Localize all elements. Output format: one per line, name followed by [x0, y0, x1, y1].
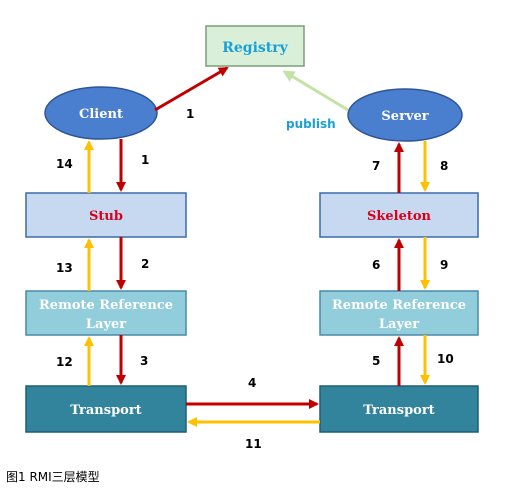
edge-label-1-registry: 1: [186, 107, 194, 121]
client-ellipse: [44, 86, 158, 140]
remote-reference-layer-left-line1: Remote Reference: [39, 298, 173, 313]
registry-label: Registry: [222, 40, 288, 56]
edge-label-3: 3: [140, 354, 148, 368]
edge-label-6: 6: [372, 258, 380, 272]
arrow-server-publish-registry: [282, 70, 349, 112]
edge-label-10: 10: [437, 352, 454, 366]
edge-label-8: 8: [440, 159, 448, 173]
stub-label: Stub: [89, 209, 123, 224]
remote-reference-layer-left-box: [25, 290, 187, 336]
edge-label-1-stub: 1: [141, 153, 149, 167]
remote-reference-layer-left-line2: Layer: [86, 317, 126, 332]
skeleton-box: [319, 192, 479, 238]
edge-label-5: 5: [372, 354, 380, 368]
remote-reference-layer-right-line1: Remote Reference: [332, 298, 466, 313]
edge-label-4: 4: [248, 376, 256, 390]
stub-box: [25, 192, 187, 238]
remote-reference-layer-right-box: [319, 290, 479, 336]
transport-left-box: [25, 385, 187, 433]
remote-reference-layer-right-line2: Layer: [379, 317, 419, 332]
publish-label: publish: [286, 117, 336, 131]
edge-label-9: 9: [440, 258, 448, 272]
client-label: Client: [79, 107, 123, 122]
edge-label-14: 14: [56, 157, 73, 171]
skeleton-label: Skeleton: [367, 209, 432, 224]
registry-box: [205, 25, 305, 67]
server-label: Server: [381, 109, 428, 124]
edge-label-11: 11: [245, 437, 262, 451]
edge-label-2: 2: [141, 257, 149, 271]
arrow-client-to-registry: [154, 66, 229, 112]
edge-label-13: 13: [56, 261, 73, 275]
transport-left-label: Transport: [70, 403, 141, 418]
figure-caption: 图1 RMI三层模型: [6, 470, 100, 484]
edge-label-7: 7: [372, 159, 380, 173]
server-ellipse: [347, 88, 463, 142]
transport-right-box: [319, 385, 479, 433]
edge-label-12: 12: [56, 355, 73, 369]
transport-right-label: Transport: [363, 403, 434, 418]
